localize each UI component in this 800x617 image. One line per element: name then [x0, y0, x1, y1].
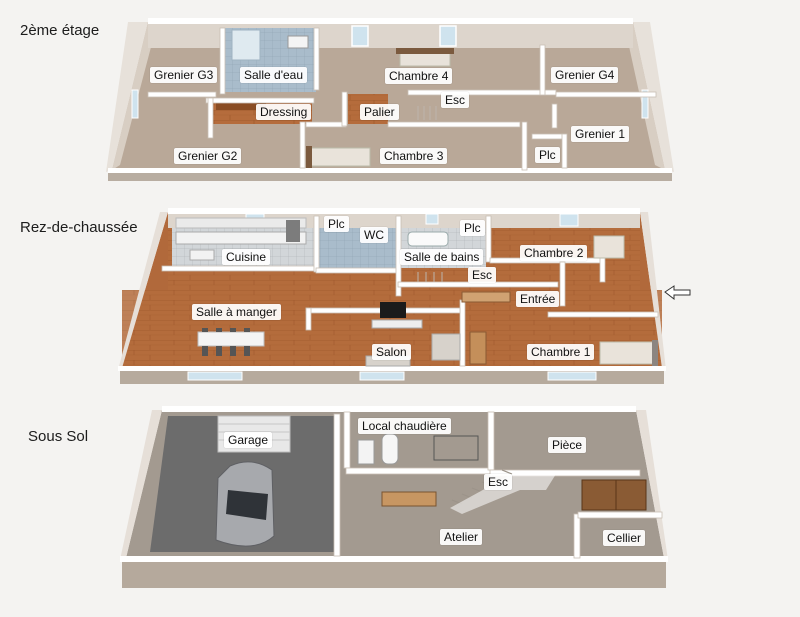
second-floor-slab: [108, 172, 672, 181]
room-label-wc: WC: [360, 227, 388, 243]
room-label-grenier-1: Grenier 1: [571, 126, 630, 142]
room-label-salle-deau: Salle d'eau: [240, 67, 308, 83]
room-label-plc-ground-right: Plc: [460, 220, 485, 236]
room-label-dressing: Dressing: [256, 104, 312, 120]
room-label-esc-ground: Esc: [468, 267, 497, 283]
room-label-grenier-g3: Grenier G3: [150, 67, 218, 83]
room-label-garage: Garage: [224, 432, 273, 448]
entrance-arrow-icon: [664, 285, 691, 301]
ground-floor-title: Rez-de-chaussée: [20, 219, 138, 236]
room-label-entree: Entrée: [516, 291, 560, 307]
room-label-cuisine: Cuisine: [222, 249, 271, 265]
room-label-chambre-2: Chambre 2: [520, 245, 588, 261]
second-floor-plan: [106, 18, 674, 181]
room-label-salon: Salon: [372, 344, 411, 360]
room-label-esc-second: Esc: [441, 92, 470, 108]
room-label-grenier-g2: Grenier G2: [174, 148, 242, 164]
room-label-local-chaudiere: Local chaudière: [358, 418, 451, 434]
room-label-salle-a-manger: Salle à manger: [192, 304, 281, 320]
room-label-plc-second: Plc: [535, 147, 560, 163]
second-floor-title: 2ème étage: [20, 22, 100, 39]
room-label-cellier: Cellier: [603, 530, 646, 546]
room-label-chambre-3: Chambre 3: [380, 148, 448, 164]
room-label-palier: Palier: [360, 104, 399, 120]
room-label-grenier-g4: Grenier G4: [551, 67, 619, 83]
room-label-plc-ground-left: Plc: [324, 216, 349, 232]
room-label-chambre-4: Chambre 4: [385, 68, 453, 84]
basement-slab: [122, 560, 666, 588]
room-label-chambre-1: Chambre 1: [527, 344, 595, 360]
room-label-salle-de-bains: Salle de bains: [400, 249, 484, 265]
room-label-esc-basement: Esc: [484, 474, 513, 490]
room-label-piece: Pièce: [548, 437, 587, 453]
room-label-atelier: Atelier: [440, 529, 483, 545]
basement-title: Sous Sol: [28, 428, 89, 445]
